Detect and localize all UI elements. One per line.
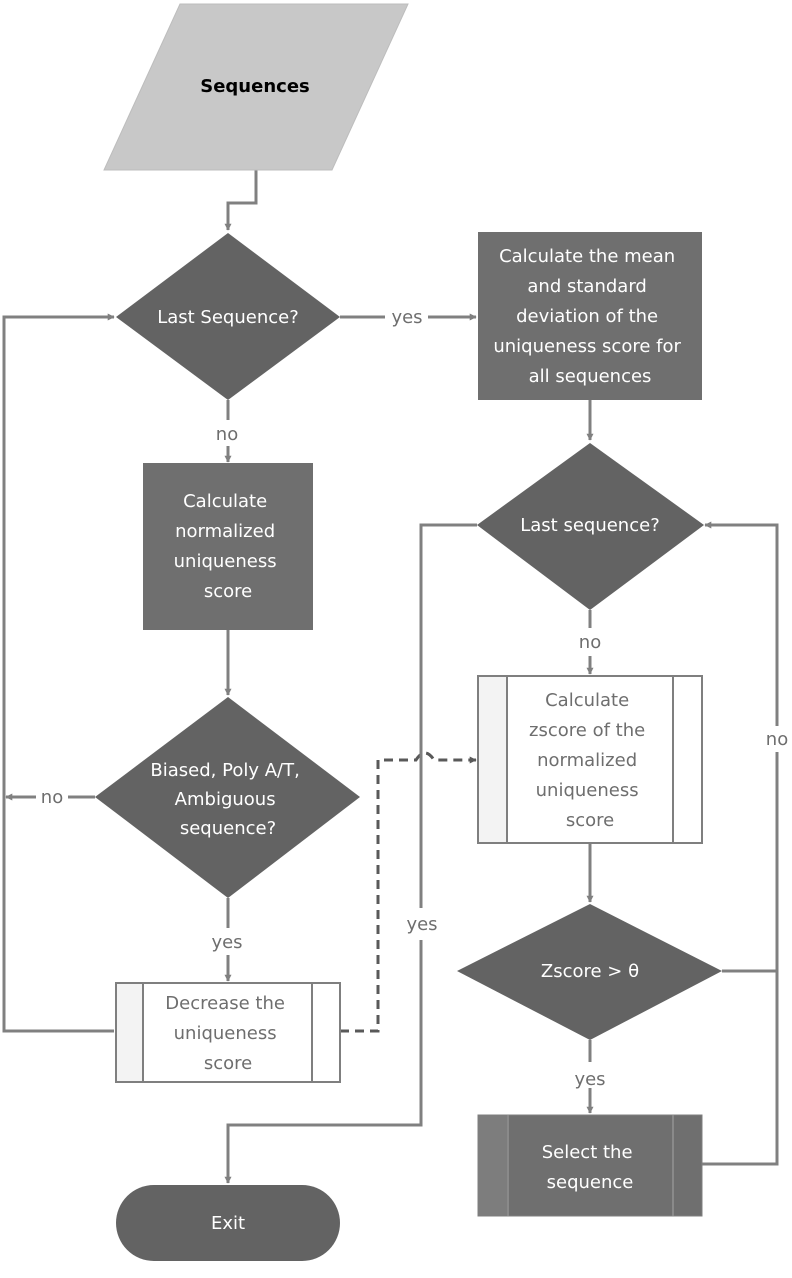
node-calc-mean-label: Calculate the mean and standard deviatio… xyxy=(493,246,686,387)
node-calc-zscore-label: Calculate zscore of the normalized uniqu… xyxy=(529,690,651,831)
node-biased-label: Biased, Poly A/T, Ambiguous sequence? xyxy=(150,760,305,839)
edge-last-sequence-2-yes-cont xyxy=(224,940,423,1184)
edge-label-no-2: no xyxy=(41,787,63,808)
node-sequences: Sequences xyxy=(103,3,409,171)
edge-label-yes-4: yes xyxy=(406,914,437,935)
edge-last-sequence-2-yes xyxy=(419,523,477,908)
node-last-sequence-1-label: Last Sequence? xyxy=(157,307,299,328)
edge-label-no-4: no xyxy=(766,729,788,750)
edge-select-to-loop xyxy=(702,971,779,1166)
node-calc-zscore: Calculate zscore of the normalized uniqu… xyxy=(477,675,703,844)
edge-label-no-1: no xyxy=(216,424,238,445)
node-calc-normalized: Calculate normalized uniqueness score xyxy=(143,463,313,630)
node-calc-normalized-label: Calculate normalized uniqueness score xyxy=(174,491,283,602)
node-last-sequence-2: Last sequence? xyxy=(477,443,704,610)
edge-sequences-to-last-sequence xyxy=(224,170,258,231)
edge-decrease-to-zscore-dashed xyxy=(340,751,477,1033)
node-exit-label: Exit xyxy=(211,1213,245,1234)
node-calc-mean: Calculate the mean and standard deviatio… xyxy=(478,232,702,400)
node-biased: Biased, Poly A/T, Ambiguous sequence? xyxy=(95,697,360,898)
node-sequences-label: Sequences xyxy=(200,76,310,97)
node-zscore-condition: Zscore > θ xyxy=(457,904,722,1040)
node-select: Select the sequence xyxy=(477,1114,703,1217)
node-exit: Exit xyxy=(116,1185,340,1261)
edge-label-no-3: no xyxy=(579,632,601,653)
node-last-sequence-2-label: Last sequence? xyxy=(520,515,660,536)
node-last-sequence-1: Last Sequence? xyxy=(116,233,340,400)
edge-label-yes-1: yes xyxy=(391,307,422,328)
node-zscore-condition-label: Zscore > θ xyxy=(541,961,639,982)
node-decrease-label: Decrease the uniqueness score xyxy=(165,993,290,1074)
edge-zscore-no-cont xyxy=(704,521,779,726)
edge-decrease-loop xyxy=(2,313,115,1033)
node-decrease: Decrease the uniqueness score xyxy=(115,982,341,1083)
edge-label-yes-2: yes xyxy=(211,932,242,953)
node-select-label: Select the sequence xyxy=(542,1142,639,1193)
edge-label-yes-3: yes xyxy=(574,1069,605,1090)
edge-zscore-no xyxy=(722,752,779,973)
